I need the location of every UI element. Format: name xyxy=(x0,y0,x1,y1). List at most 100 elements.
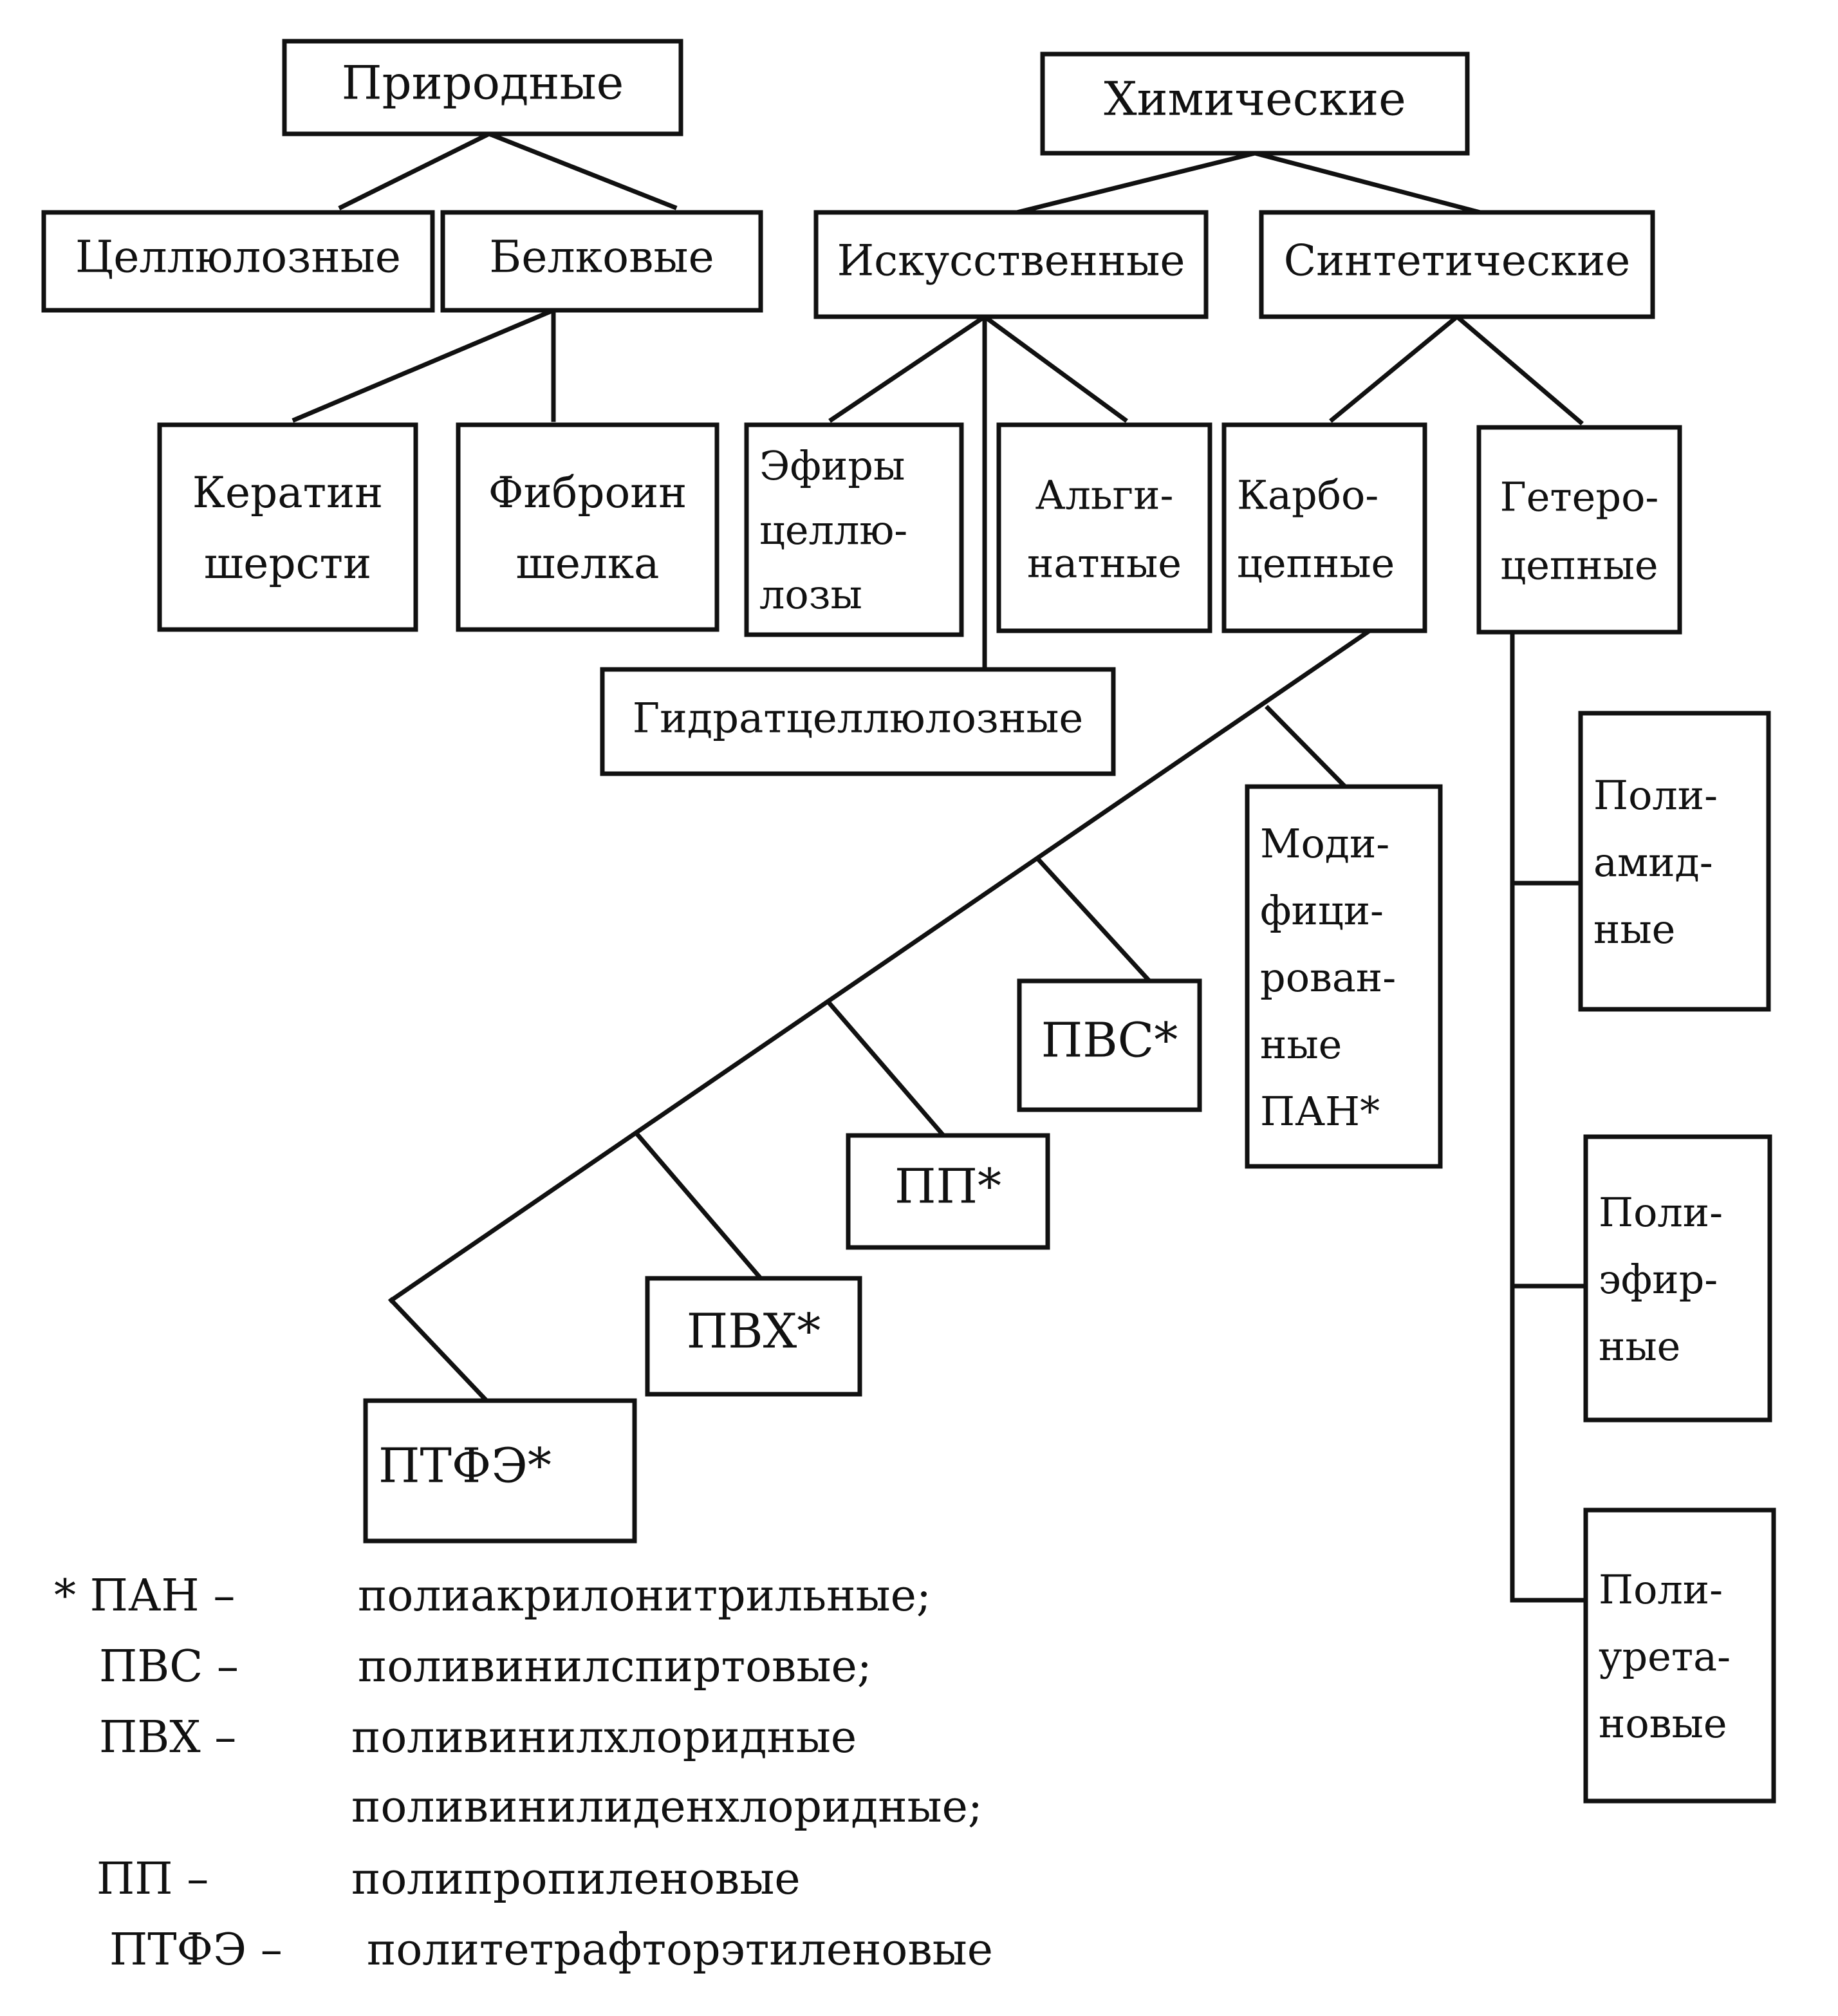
legend-entry: ПВХ – поливинилхлоридные xyxy=(99,1712,857,1763)
node-box xyxy=(600,667,1116,776)
connector-line xyxy=(827,1001,947,1139)
node-label-line: Гетеро- xyxy=(1500,473,1659,520)
node-label-line: Целлюлозные xyxy=(75,232,401,283)
node-box xyxy=(813,210,1209,319)
connector-line xyxy=(1265,705,1348,790)
legend-entry: поливинилиденхлоридные; xyxy=(351,1782,983,1833)
node-label-line: Поли- xyxy=(1593,772,1718,819)
connector-line xyxy=(828,313,988,423)
node-box xyxy=(282,39,683,136)
legend-entry: ПТФЭ –политетрафторэтиленовые xyxy=(109,1925,993,1975)
node-box xyxy=(157,422,418,632)
node-label-line: целлю- xyxy=(759,507,907,554)
node-label-line: ные xyxy=(1260,1021,1342,1068)
node-box xyxy=(846,1133,1050,1250)
node-label-line: Природные xyxy=(342,56,624,110)
node-label-line: рован- xyxy=(1260,954,1396,1001)
node-label-line: ные xyxy=(1599,1323,1680,1370)
node-poliuretanovye: Поли-урета-новые xyxy=(1583,1507,1776,1804)
connector-line xyxy=(634,1131,764,1282)
node-label-line: Карбо- xyxy=(1237,471,1378,518)
node-label-line: Поли- xyxy=(1599,1566,1723,1613)
node-label-line: шелка xyxy=(516,539,660,588)
diagram-edges xyxy=(292,131,1588,1603)
node-khimicheskie: Химические xyxy=(1040,51,1470,156)
legend-entry: ПП – полипропиленовые xyxy=(97,1854,801,1905)
legend-abbreviation: * ПАН – xyxy=(54,1571,235,1621)
node-label-line: Искусственные xyxy=(837,236,1185,286)
node-pvh: ПВХ* xyxy=(645,1276,862,1397)
legend-description: поливинилхлоридные xyxy=(351,1712,857,1763)
node-label-line: Химические xyxy=(1104,72,1406,126)
node-prirodnye: Природные xyxy=(282,39,683,136)
node-label-line: ПВХ* xyxy=(687,1304,821,1359)
node-label-line: амид- xyxy=(1593,839,1713,886)
node-label-line: Синтетические xyxy=(1284,236,1631,286)
node-belkovye: Белковые xyxy=(440,210,763,313)
legend-entry: * ПАН –полиакрилонитрильные; xyxy=(54,1571,931,1621)
node-box xyxy=(440,210,763,313)
node-geterocepnye: Гетеро-цепные xyxy=(1476,425,1682,635)
node-label-line: ПАН* xyxy=(1260,1088,1380,1135)
node-label-line: эфир- xyxy=(1599,1256,1718,1303)
node-box xyxy=(456,422,719,632)
node-label-line: цепные xyxy=(1500,541,1658,588)
node-box xyxy=(744,422,964,637)
legend-description: политетрафторэтиленовые xyxy=(367,1925,993,1975)
node-poliefirnye: Поли-эфир-ные xyxy=(1583,1134,1772,1423)
node-iskusstvennye: Искусственные xyxy=(813,210,1209,319)
node-label-line: Моди- xyxy=(1260,820,1389,867)
node-box xyxy=(1583,1507,1776,1804)
node-cellyuloznye: Целлюлозные xyxy=(41,210,435,313)
node-box xyxy=(1578,711,1771,1012)
legend-description: поливинилспиртовые; xyxy=(358,1641,872,1692)
node-box xyxy=(1017,978,1202,1112)
connector-line xyxy=(388,628,1373,1303)
connector-line xyxy=(338,131,492,210)
node-sinteticheskie: Синтетические xyxy=(1259,210,1655,319)
connector-line xyxy=(1454,313,1584,425)
node-label-line: фици- xyxy=(1260,887,1384,934)
node-box xyxy=(1583,1134,1772,1423)
node-box xyxy=(1040,51,1470,156)
node-label-line: новые xyxy=(1599,1700,1727,1747)
legend-abbreviation: ПВХ – xyxy=(99,1712,236,1763)
legend-abbreviation: ПП – xyxy=(97,1854,209,1905)
node-box xyxy=(1221,422,1427,633)
node-ptfe: ПТФЭ* xyxy=(363,1398,637,1544)
legend-abbreviation: ПВС – xyxy=(99,1641,239,1692)
node-box xyxy=(41,210,435,313)
node-label-line: ПТФЭ* xyxy=(378,1439,552,1494)
node-label-line: цепные xyxy=(1237,539,1395,586)
node-label-line: ные xyxy=(1593,906,1675,953)
connector-line xyxy=(1037,858,1153,984)
node-karbocepnye: Карбо-цепные xyxy=(1221,422,1427,633)
node-label-line: ПВС* xyxy=(1041,1013,1178,1069)
node-pvs: ПВС* xyxy=(1017,978,1202,1112)
node-box xyxy=(363,1398,637,1544)
node-label-line: натные xyxy=(1027,539,1182,586)
connector-line xyxy=(1252,150,1483,216)
node-box xyxy=(1476,425,1682,635)
node-label-line: шерсти xyxy=(204,539,371,588)
connector-line xyxy=(388,1297,490,1404)
node-poliamidnye: Поли-амид-ные xyxy=(1578,711,1771,1012)
node-gidratcellyuloznye: Гидратцеллюлозные xyxy=(600,667,1116,776)
node-box xyxy=(1259,210,1655,319)
legend-description: полипропиленовые xyxy=(351,1854,801,1905)
node-label-line: Альги- xyxy=(1035,471,1174,518)
node-label-line: ПП* xyxy=(895,1159,1001,1215)
connector-line xyxy=(1014,150,1258,216)
node-pp: ПП* xyxy=(846,1133,1050,1250)
connector-line xyxy=(292,307,557,423)
legend: * ПАН –полиакрилонитрильные; ПВС – поливин… xyxy=(54,1571,993,1975)
node-box xyxy=(1245,784,1443,1169)
node-label-line: Белковые xyxy=(489,232,714,283)
legend-description: поливинилиденхлоридные; xyxy=(351,1782,983,1833)
connector-line xyxy=(1329,313,1460,423)
